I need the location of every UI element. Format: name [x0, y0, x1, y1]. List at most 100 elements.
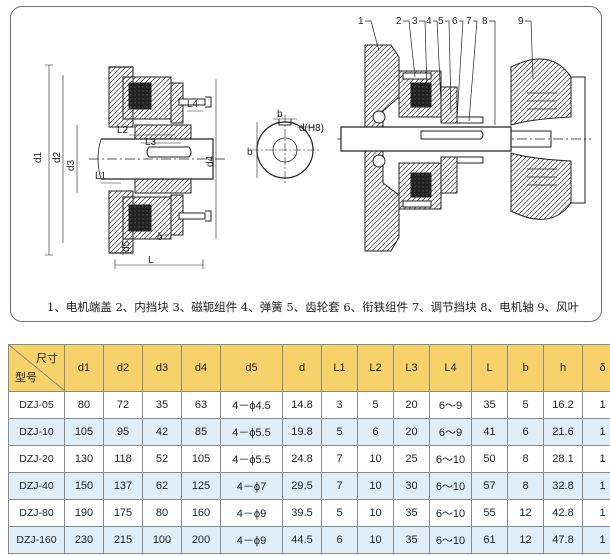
value-cell: 35: [142, 391, 182, 419]
callout-6: 6: [452, 16, 458, 27]
header-d: d: [282, 344, 322, 392]
value-cell: 1: [582, 499, 610, 527]
dim-L2: L2: [117, 125, 129, 136]
value-cell: 1: [582, 418, 610, 446]
callout-1: 1: [358, 16, 364, 27]
value-cell: 6～9: [429, 391, 472, 419]
value-cell: 200: [181, 526, 221, 554]
value-cell: 5: [507, 391, 544, 419]
corner-label-model: 型号: [15, 372, 37, 384]
value-cell: 80: [142, 499, 182, 527]
value-cell: 3: [321, 391, 358, 419]
value-cell: 175: [103, 499, 143, 527]
value-cell: 6～10: [429, 526, 472, 554]
header-d2: d2: [103, 344, 143, 392]
header-b: b: [507, 344, 544, 392]
technical-drawing-frame: d1 d2 d3 d4 d5 L L1 L2 L3 L4 δ b b d(H8): [10, 6, 602, 322]
dim-dH8: d(H8): [299, 123, 324, 134]
value-cell: 39.5: [282, 499, 322, 527]
dim-L1: L1: [95, 171, 107, 182]
value-cell: 8: [507, 445, 544, 473]
value-cell: 19.8: [282, 418, 322, 446]
value-cell: 6～10: [429, 445, 472, 473]
value-cell: 30: [393, 472, 430, 500]
value-cell: 5: [321, 499, 358, 527]
callout-9: 9: [518, 16, 524, 27]
value-cell: 150: [64, 472, 104, 500]
value-cell: 20: [393, 391, 430, 419]
value-cell: 61: [471, 526, 508, 554]
value-cell: 47.8: [543, 526, 583, 554]
value-cell: 62: [142, 472, 182, 500]
value-cell: 1: [582, 391, 610, 419]
dim-L3: L3: [145, 137, 157, 148]
value-cell: 10: [357, 499, 394, 527]
value-cell: 5: [321, 418, 358, 446]
value-cell: 42.8: [543, 499, 583, 527]
table-header-row: 尺寸 型号 d1 d2 d3 d4 d5 d L1 L2 L3 L4 L b h…: [8, 344, 610, 392]
value-cell: 80: [64, 391, 104, 419]
callout-2: 2: [396, 16, 402, 27]
value-cell: 5: [357, 391, 394, 419]
value-cell: 44.5: [282, 526, 322, 554]
value-cell: 14.8: [282, 391, 322, 419]
value-cell: 1: [582, 526, 610, 554]
value-cell: 118: [103, 445, 143, 473]
value-cell: 190: [64, 499, 104, 527]
model-cell: DZJ-80: [8, 499, 65, 527]
value-cell: 4－ϕ5.5: [220, 418, 283, 446]
left-section-view: [45, 64, 226, 269]
parts-legend: 1、电机端盖 2、内挡块 3、磁轭组件 4、弹簧 5、齿轮套 6、衔铁组件 7、…: [47, 300, 580, 314]
value-cell: 6: [321, 526, 358, 554]
value-cell: 6: [507, 418, 544, 446]
value-cell: 4－ϕ4.5: [220, 391, 283, 419]
value-cell: 35: [393, 526, 430, 554]
value-cell: 100: [142, 526, 182, 554]
value-cell: 25: [393, 445, 430, 473]
right-assembly-view: [337, 44, 591, 252]
value-cell: 72: [103, 391, 143, 419]
model-cell: DZJ-160: [8, 526, 65, 554]
value-cell: 6: [357, 418, 394, 446]
dim-d3: d3: [66, 159, 77, 171]
value-cell: 10: [357, 526, 394, 554]
value-cell: 55: [471, 499, 508, 527]
value-cell: 4－ϕ9: [220, 499, 283, 527]
dim-L: L: [148, 255, 154, 266]
header-d4: d4: [181, 344, 221, 392]
dim-b-top: b: [277, 109, 283, 120]
callout-4: 4: [426, 16, 432, 27]
value-cell: 105: [181, 445, 221, 473]
header-d1: d1: [64, 344, 104, 392]
value-cell: 105: [64, 418, 104, 446]
dim-d4: d4: [205, 155, 216, 167]
model-cell: DZJ-40: [8, 472, 65, 500]
value-cell: 12: [507, 499, 544, 527]
value-cell: 32.8: [543, 472, 583, 500]
brake-technical-drawing: d1 d2 d3 d4 d5 L L1 L2 L3 L4 δ b b d(H8): [33, 16, 591, 269]
value-cell: 16.2: [543, 391, 583, 419]
spec-table: 尺寸 型号 d1 d2 d3 d4 d5 d L1 L2 L3 L4 L b h…: [8, 344, 610, 554]
value-cell: 85: [181, 418, 221, 446]
header-h: h: [543, 344, 583, 392]
value-cell: 7: [321, 472, 358, 500]
value-cell: 4－ϕ7: [220, 472, 283, 500]
callout-8: 8: [482, 16, 488, 27]
value-cell: 20: [393, 418, 430, 446]
value-cell: 10: [357, 472, 394, 500]
value-cell: 4－ϕ9: [220, 526, 283, 554]
value-cell: 41: [471, 418, 508, 446]
value-cell: 63: [181, 391, 221, 419]
dim-d1: d1: [33, 151, 44, 163]
value-cell: 95: [103, 418, 143, 446]
value-cell: 28.1: [543, 445, 583, 473]
value-cell: 125: [181, 472, 221, 500]
callout-3: 3: [412, 16, 418, 27]
value-cell: 137: [103, 472, 143, 500]
value-cell: 24.8: [282, 445, 322, 473]
dim-b-side: b: [247, 147, 253, 158]
